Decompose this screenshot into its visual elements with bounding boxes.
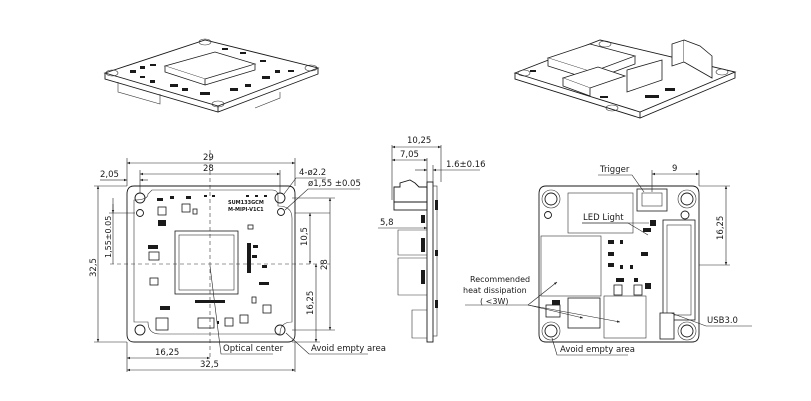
callout-heat-line1: Recommended xyxy=(470,275,530,284)
fpc-connector xyxy=(662,219,696,321)
locating-pin-hole xyxy=(136,209,144,217)
mounting-hole xyxy=(544,192,558,206)
dim-connector-depth: 7,05 xyxy=(400,150,419,160)
trigger-connector xyxy=(636,188,668,212)
callout-heat-line2: heat dissipation xyxy=(463,286,527,295)
back-dimensions: 9 16,25 Trigger LED Light Recommended he… xyxy=(463,164,752,356)
dim-optical-h: 16,25 xyxy=(155,348,179,358)
side-view xyxy=(393,179,438,343)
mounting-hole xyxy=(134,192,146,204)
side-dimensions: 10,25 7,05 1.6±0.16 5,8 xyxy=(378,136,486,230)
dim-hole-offset: 2,05 xyxy=(100,170,119,180)
callout-avoid-empty-front: Avoid empty area xyxy=(311,344,386,354)
usb-connector xyxy=(659,312,675,340)
back-view xyxy=(538,185,700,343)
front-view: SUM133GCM M-MIPI-V1C1 xyxy=(126,185,296,343)
dim-optical-v-top: 10,5 xyxy=(300,227,310,246)
mounting-hole xyxy=(134,324,146,336)
silkscreen-rev: M-MIPI-V1C1 xyxy=(228,207,264,213)
mounting-hole xyxy=(544,324,558,338)
dim-hole-spec: 4-ø2.2 xyxy=(299,168,326,178)
callout-usb: USB3.0 xyxy=(707,316,738,326)
front-dimensions: 29 28 2,05 4-ø2.2 ø1,55 ±0.05 32,5 1,55±… xyxy=(89,153,386,372)
image-sensor xyxy=(174,230,239,295)
dim-height-holes: 28 xyxy=(320,259,330,270)
isometric-top-view xyxy=(103,38,320,113)
mounting-hole xyxy=(274,324,286,336)
callout-led-light: LED Light xyxy=(583,213,624,223)
dim-pcb-thickness: 1.6±0.16 xyxy=(446,160,486,170)
isometric-bottom-view xyxy=(513,39,737,119)
heat-pad-top xyxy=(567,192,634,234)
silkscreen-model: SUM133GCM xyxy=(228,200,264,206)
dim-trigger-v: 16,25 xyxy=(716,216,726,240)
dim-width-outer: 29 xyxy=(203,153,214,163)
dim-offset: 5,8 xyxy=(380,218,394,228)
callout-avoid-empty-back: Avoid empty area xyxy=(560,345,635,355)
dim-pin-offset-v: 1,55±0.05 xyxy=(104,216,113,258)
mounting-hole xyxy=(680,192,694,206)
dim-optical-v-bottom: 16,25 xyxy=(306,291,316,315)
dim-width-total: 32,5 xyxy=(200,360,219,370)
dim-width-holes: 28 xyxy=(203,164,214,174)
dim-pin-spec: ø1,55 ±0.05 xyxy=(308,179,361,189)
dim-depth-total: 10,25 xyxy=(407,136,431,146)
locating-pin-hole xyxy=(277,208,285,216)
dim-trigger-offset: 9 xyxy=(672,164,677,174)
pcb-edge xyxy=(426,181,434,343)
dim-height-total: 32,5 xyxy=(89,258,99,277)
callout-trigger: Trigger xyxy=(599,165,630,175)
callout-optical-center: Optical center xyxy=(223,344,284,354)
heat-pad-left xyxy=(540,235,602,297)
callout-heat-line3: ( <3W) xyxy=(480,297,509,306)
mounting-hole xyxy=(274,192,286,204)
mounting-hole xyxy=(680,324,694,338)
heat-pad-bottom xyxy=(603,295,647,339)
